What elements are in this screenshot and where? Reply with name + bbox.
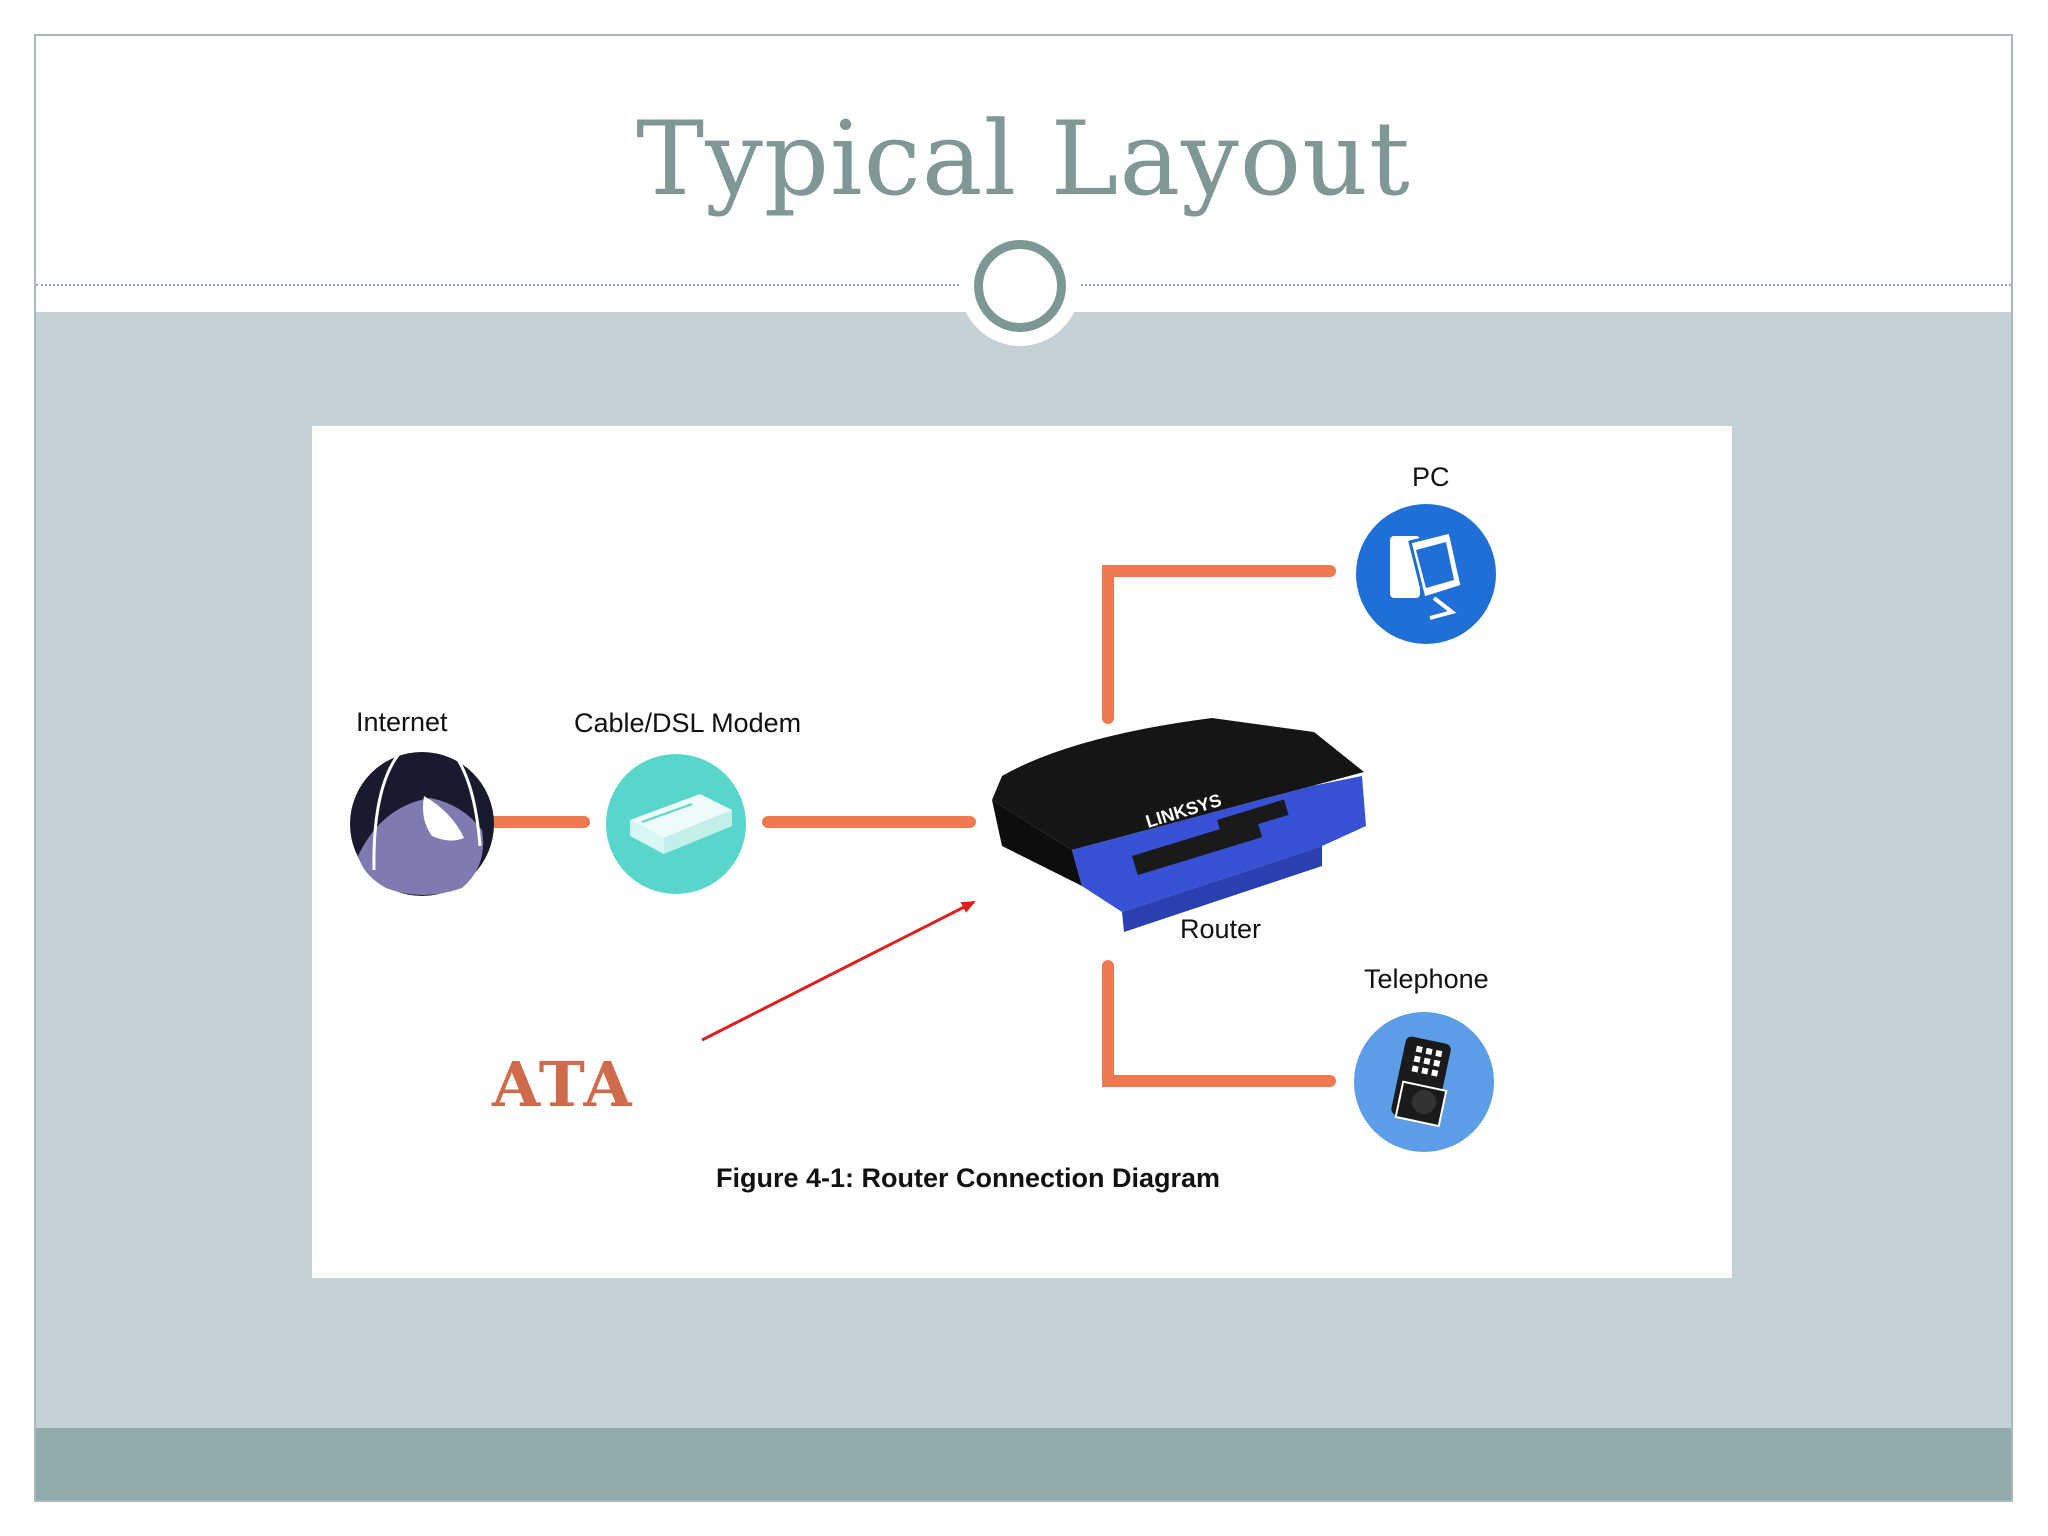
pc-icon	[1356, 504, 1496, 644]
telephone-label: Telephone	[1364, 964, 1489, 994]
router-label: Router	[1180, 914, 1261, 944]
router-pc-link	[1102, 565, 1336, 724]
internet-globe-icon	[350, 732, 494, 896]
modem-label: Cable/DSL Modem	[574, 708, 801, 738]
ata-label: ATA	[491, 1048, 634, 1121]
modem-icon	[606, 754, 746, 894]
footer-band	[36, 1428, 2011, 1500]
network-diagram: Internet Cable/DSL Modem LINKSYS Rout	[350, 462, 1496, 1193]
telephone-icon	[1354, 1012, 1494, 1152]
router-connection-figure: Internet Cable/DSL Modem LINKSYS Rout	[312, 426, 1732, 1278]
ata-arrow	[701, 900, 976, 1042]
figure-caption: Figure 4-1: Router Connection Diagram	[716, 1163, 1220, 1193]
title-ornament	[960, 226, 1080, 346]
router-telephone-link	[1102, 960, 1336, 1087]
ornament-ring-icon	[974, 240, 1066, 332]
router-icon: LINKSYS	[992, 718, 1366, 932]
pc-label: PC	[1412, 462, 1450, 492]
internet-label: Internet	[356, 707, 448, 737]
slide: Typical Layout Intern	[34, 34, 2013, 1502]
slide-title: Typical Layout	[636, 100, 1411, 219]
